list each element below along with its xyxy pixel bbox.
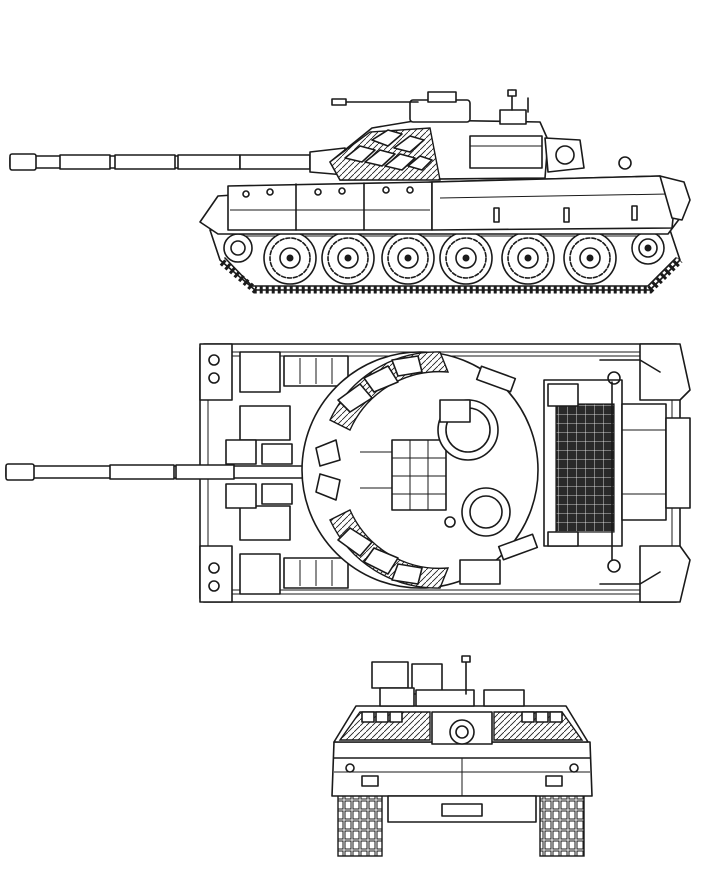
top-stowage-boxes xyxy=(225,351,349,595)
front-turret xyxy=(333,655,589,745)
side-skirt-bolts xyxy=(242,186,638,223)
front-view xyxy=(331,655,593,857)
side-turret xyxy=(329,89,632,181)
front-hull xyxy=(331,741,593,823)
side-gun-barrel xyxy=(9,147,346,176)
front-tracks xyxy=(337,791,585,857)
side-hull xyxy=(199,175,691,235)
top-view xyxy=(5,343,691,603)
side-view xyxy=(9,89,691,294)
side-era-blocks xyxy=(344,129,433,171)
top-era-blocks xyxy=(315,355,423,585)
side-road-wheels xyxy=(223,231,665,285)
front-era-blocks xyxy=(361,711,563,723)
top-turret xyxy=(301,351,539,589)
top-engine-deck xyxy=(543,359,691,585)
